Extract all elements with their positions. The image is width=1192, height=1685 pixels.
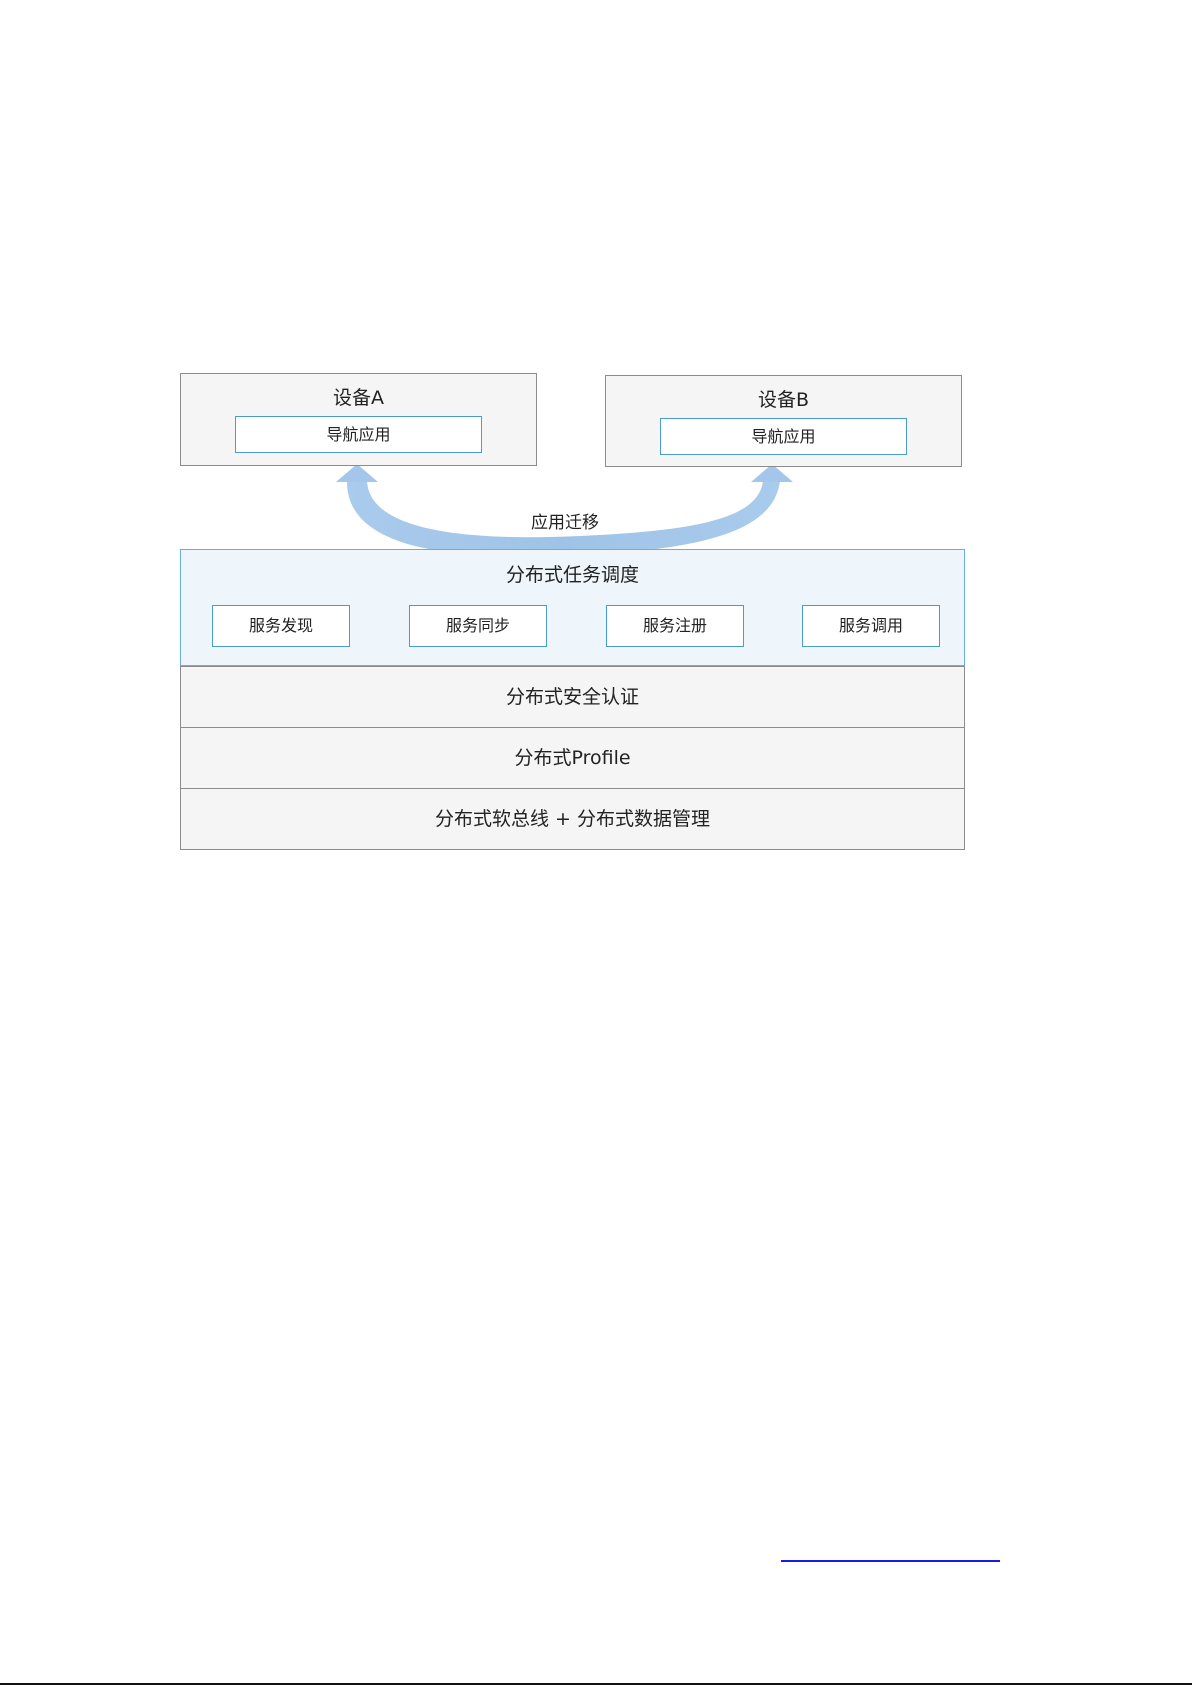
arrowhead-left-icon	[336, 464, 378, 482]
service-sync-box: 服务同步	[409, 605, 547, 647]
footer-link[interactable]	[781, 1540, 1000, 1562]
device-b-box: 设备B 导航应用	[605, 375, 962, 467]
architecture-stack: 分布式任务调度 服务发现 服务同步 服务注册 服务调用 分布式安全认证 分布式P…	[180, 549, 965, 850]
task-scheduler-title: 分布式任务调度	[181, 563, 964, 587]
service-register-box: 服务注册	[606, 605, 744, 647]
migration-label: 应用迁移	[505, 508, 625, 533]
security-auth-layer: 分布式安全认证	[181, 666, 964, 727]
service-invoke-box: 服务调用	[802, 605, 940, 647]
service-discovery-box: 服务发现	[212, 605, 350, 647]
device-b-app: 导航应用	[660, 418, 907, 455]
task-scheduler-layer: 分布式任务调度 服务发现 服务同步 服务注册 服务调用	[180, 549, 965, 666]
device-a-box: 设备A 导航应用	[180, 373, 537, 466]
profile-layer: 分布式Profile	[181, 727, 964, 788]
device-a-title: 设备A	[181, 386, 536, 410]
device-a-app: 导航应用	[235, 416, 482, 453]
device-b-title: 设备B	[606, 388, 961, 412]
softbus-data-layer: 分布式软总线 + 分布式数据管理	[181, 788, 964, 849]
